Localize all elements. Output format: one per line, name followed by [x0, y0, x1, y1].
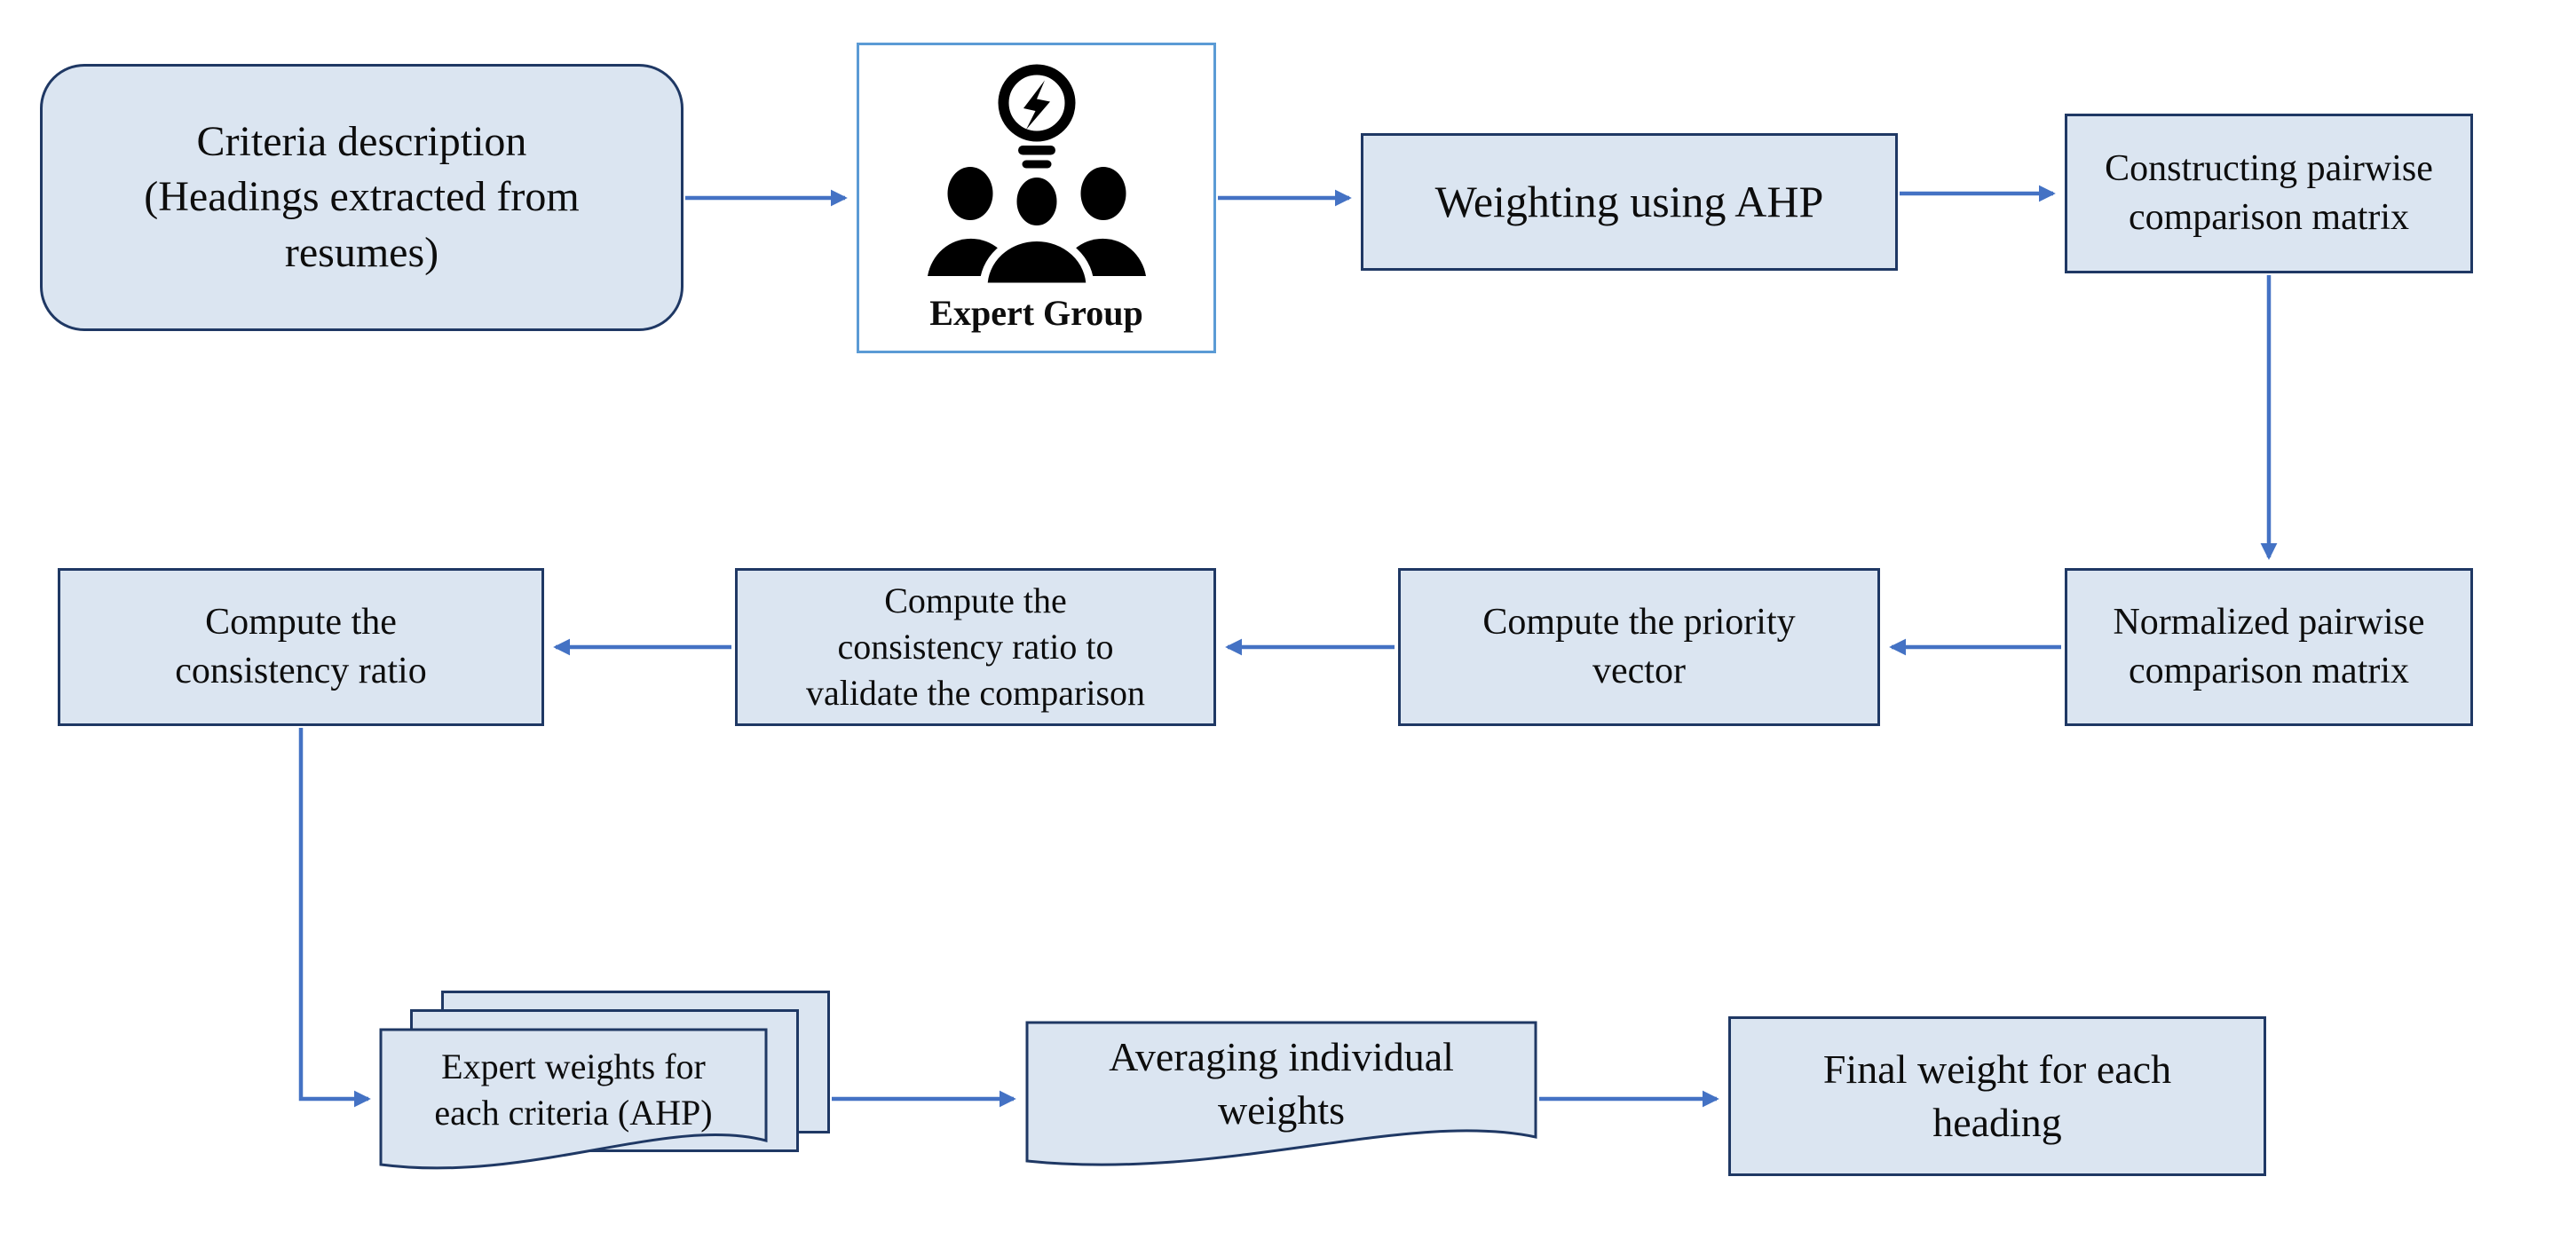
node-final-weight: Final weight for each heading [1728, 1016, 2266, 1176]
person-icon [1008, 170, 1064, 233]
lightning-bolt-icon [1023, 80, 1050, 130]
expert-group-lightbulb-icon [927, 64, 1146, 291]
node-normalized-matrix: Normalized pairwise comparison matrix [2065, 568, 2473, 726]
averaging-weights-label: Averaging individual weights [1109, 1034, 1454, 1133]
node-consistency-validate: Compute the consistency ratio to validat… [735, 568, 1216, 726]
document-shape [1025, 1021, 1537, 1166]
node-averaging-weights: Averaging individual weights [1025, 1021, 1537, 1172]
node-constructing-matrix: Constructing pairwise comparison matrix [2065, 114, 2473, 273]
node-expert-weights-documents: Expert weights for each criteria (AHP) [379, 991, 832, 1177]
expert-group-label: Expert Group [929, 293, 1143, 333]
node-expert-group: Expert Group [857, 43, 1216, 353]
person-icon [1080, 167, 1126, 220]
bulb-base-bar [1022, 160, 1051, 169]
expert-weights-label: Expert weights for each criteria (AHP) [434, 1046, 713, 1133]
person-icon [947, 167, 992, 220]
lightbulb-icon [998, 64, 1075, 142]
node-priority-vector: Compute the priority vector [1398, 568, 1880, 726]
bulb-base-bar [1017, 146, 1055, 155]
node-criteria-description: Criteria description (Headings extracted… [40, 64, 684, 331]
person-icon [978, 233, 1094, 291]
node-consistency-ratio: Compute the consistency ratio [58, 568, 544, 726]
document-shape [379, 1028, 768, 1170]
arrow-consistency-to-expert-weights [298, 728, 371, 1108]
node-weighting-ahp: Weighting using AHP [1361, 133, 1898, 271]
